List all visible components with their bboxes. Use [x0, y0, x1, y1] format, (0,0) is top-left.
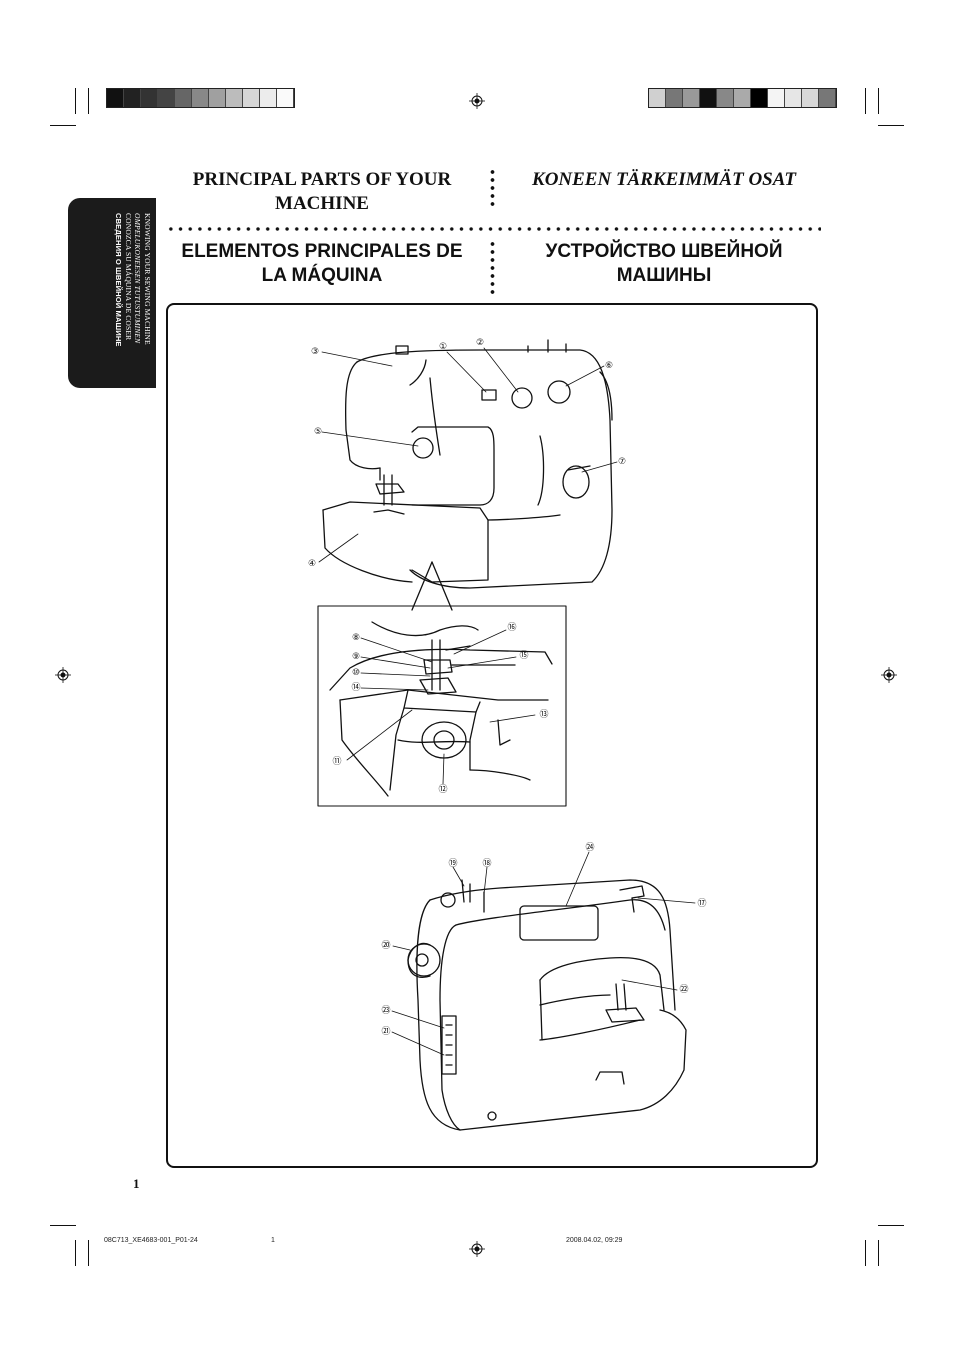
callout-6: ⑥: [605, 361, 613, 371]
callout-20: ⑳: [381, 940, 390, 951]
heading-spanish: ELEMENTOS PRINCIPALES DE LA MÁQUINA: [181, 241, 463, 286]
crop-mark: [88, 1240, 89, 1266]
needle-plate-detail: [329, 621, 553, 797]
crop-mark: [50, 1225, 76, 1226]
callout-17: ⑰: [697, 898, 706, 909]
callout-21: ㉑: [381, 1026, 390, 1037]
footer-file-name: 08C713_XE4683-001_P01-24: [104, 1237, 198, 1244]
callout-24: ㉔: [585, 842, 594, 853]
callout-7: ⑦: [618, 457, 626, 467]
color-bar-left: [106, 88, 295, 108]
callout-11: ⑪: [332, 756, 341, 767]
callout-14: ⑭: [351, 682, 360, 693]
page-number: 1: [133, 1176, 140, 1191]
crop-mark: [88, 88, 89, 114]
heading-russian: УСТРОЙСТВО ШВЕЙНОЙ МАШИНЫ: [545, 241, 783, 286]
callout-10: ⑩: [352, 668, 360, 678]
footer-timestamp: 2008.04.02, 09:29: [566, 1237, 623, 1244]
callout-9: ⑨: [352, 652, 360, 662]
diagram-frame: [166, 303, 818, 1168]
heading-finnish: KONEEN TÄRKEIMMÄT OSAT: [532, 169, 796, 190]
crop-mark: [75, 88, 76, 114]
crop-mark: [878, 1225, 904, 1226]
callout-15: ⑮: [519, 650, 528, 661]
callout-5: ⑤: [314, 427, 322, 437]
crop-mark: [865, 88, 866, 114]
callout-3: ③: [311, 347, 319, 357]
crop-mark: [878, 125, 904, 126]
callout-12: ⑫: [438, 784, 447, 795]
heading-english: PRINCIPAL PARTS OF YOUR MACHINE: [192, 169, 452, 214]
callout-16: ⑯: [507, 622, 516, 633]
crop-mark: [50, 125, 76, 126]
dotted-divider-vertical: [490, 240, 495, 294]
callout-19: ⑲: [448, 858, 457, 869]
color-bar-right: [648, 88, 837, 108]
machine-front-view: [322, 339, 613, 589]
machine-rear-view: [407, 879, 687, 1131]
registration-mark-icon: [469, 1241, 485, 1257]
dotted-divider-horizontal: [166, 227, 821, 231]
callout-4: ④: [308, 559, 316, 569]
dotted-divider-vertical: [490, 168, 495, 210]
section-tab: [68, 198, 156, 388]
callout-22: ㉒: [679, 984, 688, 995]
crop-mark: [878, 1240, 879, 1266]
crop-mark: [878, 88, 879, 114]
crop-mark: [75, 1240, 76, 1266]
footer-page: 1: [271, 1237, 275, 1244]
callout-13: ⑬: [539, 709, 548, 720]
callout-8: ⑧: [352, 633, 360, 643]
callout-2: ②: [476, 338, 484, 348]
callout-1: ①: [439, 342, 447, 352]
registration-mark-icon: [881, 667, 897, 683]
callout-23: ㉓: [381, 1005, 390, 1016]
crop-mark: [865, 1240, 866, 1266]
callout-18: ⑱: [482, 858, 491, 869]
registration-mark-icon: [469, 93, 485, 109]
registration-mark-icon: [55, 667, 71, 683]
